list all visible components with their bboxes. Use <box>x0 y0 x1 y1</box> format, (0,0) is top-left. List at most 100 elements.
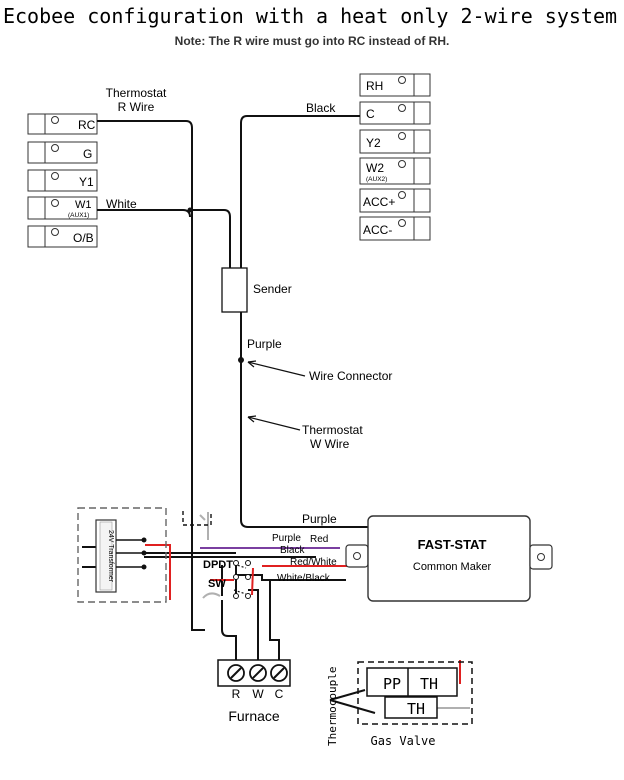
thermostat-w-wire-label: W Wire <box>310 437 350 451</box>
diagram-note: Note: The R wire must go into RC instead… <box>175 34 450 48</box>
left-terminal-label: W1 <box>75 199 92 211</box>
red-small-label: Red <box>310 534 328 545</box>
sender-box <box>221 267 248 313</box>
sw-label: SW <box>208 578 226 590</box>
furnace-c-lead <box>269 580 280 660</box>
furnace-terminal-label: R <box>232 687 241 701</box>
mount-hole-icon <box>537 553 545 561</box>
right-terminal-label: Y2 <box>366 136 381 150</box>
switch-contact <box>245 560 251 566</box>
right-terminal-rh: RH <box>359 73 431 97</box>
right-terminal-c: C <box>359 101 431 125</box>
red-wire-transformer <box>145 544 171 600</box>
switch-contact <box>245 593 251 599</box>
furnace-terminal-c <box>270 664 288 682</box>
right-terminal-label: W2 <box>366 161 384 175</box>
screw-icon <box>398 104 406 112</box>
screw-icon <box>273 667 285 679</box>
left-terminal-w1: W1 (AUX1) <box>27 196 98 220</box>
black-wire <box>240 115 360 268</box>
white-wire-to-sender <box>190 209 231 268</box>
fast-stat-body <box>367 515 531 602</box>
fast-stat-box: FAST-STAT Common Maker <box>345 515 553 602</box>
junction-dot <box>187 207 193 213</box>
right-terminal-acc-minus: ACC- <box>359 216 431 241</box>
wire-connector-label: Wire Connector <box>309 369 392 383</box>
right-terminal-y2: Y2 <box>359 129 431 154</box>
right-terminal-w2: W2 (AUX2) <box>359 157 431 185</box>
furnace-w-lead <box>248 589 259 660</box>
switch-contact <box>233 574 239 580</box>
left-terminal-label: RC <box>78 118 96 132</box>
thermocouple-leads <box>329 689 376 714</box>
furnace-label: Furnace <box>228 708 280 724</box>
dpdt-switch: DPDT SW <box>203 559 251 599</box>
white-wire <box>97 209 191 218</box>
th-bottom-box <box>384 696 438 719</box>
left-terminal-block: RC G Y1 W1 (AUX1) O/B <box>27 113 98 248</box>
left-terminal-label: G <box>83 147 92 161</box>
screw-icon <box>252 667 264 679</box>
right-terminal-label: C <box>366 107 375 121</box>
furnace-terminal-w <box>249 664 267 682</box>
left-terminal-label: O/B <box>73 231 94 245</box>
screw-icon <box>398 132 406 140</box>
screw-icon <box>398 191 406 199</box>
transformer: 24V Transformer <box>77 507 167 603</box>
left-terminal-ob: O/B <box>27 225 98 248</box>
switch-contact <box>233 560 239 566</box>
left-terminal-y1: Y1 <box>27 169 98 192</box>
gas-valve-label: Gas Valve <box>370 734 435 748</box>
mount-hole-icon <box>353 552 361 560</box>
transformer-dashed-outline <box>77 507 167 603</box>
furnace-terminals: R W C Furnace <box>217 659 291 724</box>
furnace-terminal-label: C <box>275 687 284 701</box>
white-black-label: White/Black <box>277 573 331 584</box>
pp-th-box <box>366 667 458 697</box>
switch-contact <box>245 574 251 580</box>
callout-arrows <box>247 360 306 431</box>
right-terminal-block: RH C Y2 W2 (AUX2) ACC+ <box>359 73 431 241</box>
r-wire <box>97 120 205 631</box>
right-terminal-sublabel: (AUX2) <box>366 176 387 183</box>
left-terminal-rc: RC <box>27 113 98 135</box>
fast-stat-title: FAST-STAT <box>418 537 487 552</box>
arrowhead-icon <box>247 415 257 423</box>
grey-wire-switch <box>202 592 221 599</box>
thermostat-r-wire-label: R Wire <box>118 100 155 114</box>
right-terminal-label: ACC+ <box>363 195 395 209</box>
red-white-label: Red/White <box>290 557 337 568</box>
red-wire-relay <box>251 567 254 596</box>
thermocouple-label: Thermocouple <box>326 667 339 746</box>
screw-icon <box>51 172 59 180</box>
purple-bottom-label: Purple <box>302 512 337 526</box>
right-terminal-acc-plus: ACC+ <box>359 188 431 213</box>
transformer-primary <box>82 546 96 568</box>
screw-icon <box>230 667 242 679</box>
purple-wire <box>240 312 368 528</box>
white-wire-label: White <box>106 197 137 211</box>
purple-wire-label: Purple <box>247 337 282 351</box>
screw-icon <box>51 199 59 207</box>
left-terminal-g: G <box>27 141 98 164</box>
screw-icon <box>398 76 406 84</box>
arrowhead-icon <box>247 360 257 368</box>
sender-label: Sender <box>253 282 292 296</box>
right-terminal-label: ACC- <box>363 223 392 237</box>
gas-valve-dashed-outline <box>357 661 473 725</box>
thermostat-w-wire-label: Thermostat <box>302 423 363 437</box>
relay-bracket <box>182 511 212 526</box>
thermostat-r-wire-label: Thermostat <box>106 86 167 100</box>
screw-icon <box>51 116 59 124</box>
diagram-title: Ecobee configuration with a heat only 2-… <box>3 4 617 28</box>
screw-icon <box>398 160 406 168</box>
th-bottom-label: TH <box>407 700 425 718</box>
gas-valve: PP TH TH Thermocouple Gas Valve <box>326 661 473 748</box>
screw-icon <box>51 144 59 152</box>
arrow-w-wire <box>247 416 301 431</box>
grey-wire-top <box>199 512 209 540</box>
dpdt-label: DPDT <box>203 559 233 571</box>
screw-icon <box>398 219 406 227</box>
black-small-label: Black <box>280 545 305 556</box>
